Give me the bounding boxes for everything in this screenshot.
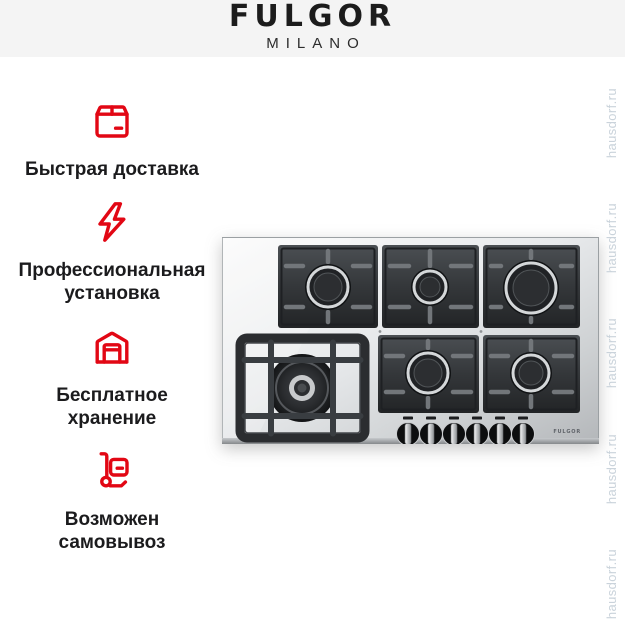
product-image-cooktop: FULGOR <box>222 237 599 446</box>
product-logo-text: FULGOR <box>553 429 581 435</box>
grate-panel-bottom-middle <box>378 335 479 413</box>
grate-panel-top-left <box>278 245 378 328</box>
screw <box>479 330 483 333</box>
watermark-text: hausdorf.ru <box>603 433 619 504</box>
brand-logo: FULGOR <box>228 0 397 34</box>
handtruck-icon <box>88 447 136 495</box>
benefit-pickup: Возможен самовывоз <box>58 447 166 554</box>
watermark-text: hausdorf.ru <box>603 548 619 619</box>
grate-panel-bottom-right <box>483 335 580 413</box>
watermark-text: hausdorf.ru <box>603 318 619 389</box>
watermark-column: hausdorf.ru hausdorf.ru hausdorf.ru haus… <box>602 88 620 619</box>
package-icon <box>88 97 136 145</box>
benefit-free-storage: Бесплатное хранение <box>56 323 168 430</box>
watermark-text: hausdorf.ru <box>603 203 619 274</box>
benefit-label: Бесплатное хранение <box>56 384 168 429</box>
warehouse-icon <box>88 323 136 371</box>
watermark-text: hausdorf.ru <box>603 88 619 159</box>
cooktop-graphic: FULGOR <box>222 237 599 446</box>
grate-panel-top-middle <box>382 245 479 328</box>
screw <box>378 330 382 333</box>
lightning-icon <box>88 198 136 246</box>
wok-burner-panel <box>235 333 370 443</box>
benefit-label: Возможен самовывоз <box>58 508 166 554</box>
benefits-list: Быстрая доставка Профессиональная устано… <box>10 97 214 554</box>
control-knobs <box>396 416 535 446</box>
grate-panel-top-right <box>483 245 580 328</box>
benefit-label: Быстрая доставка <box>25 159 199 180</box>
benefit-fast-delivery: Быстрая доставка <box>25 97 199 181</box>
benefit-label: Профессиональная установка <box>18 260 206 305</box>
knob-marks <box>403 416 528 420</box>
brand-header: FULGOR MILANO <box>0 0 625 57</box>
benefit-pro-installation: Профессиональная установка <box>18 198 206 305</box>
knobs <box>396 422 535 446</box>
brand-city: MILANO <box>266 35 366 52</box>
